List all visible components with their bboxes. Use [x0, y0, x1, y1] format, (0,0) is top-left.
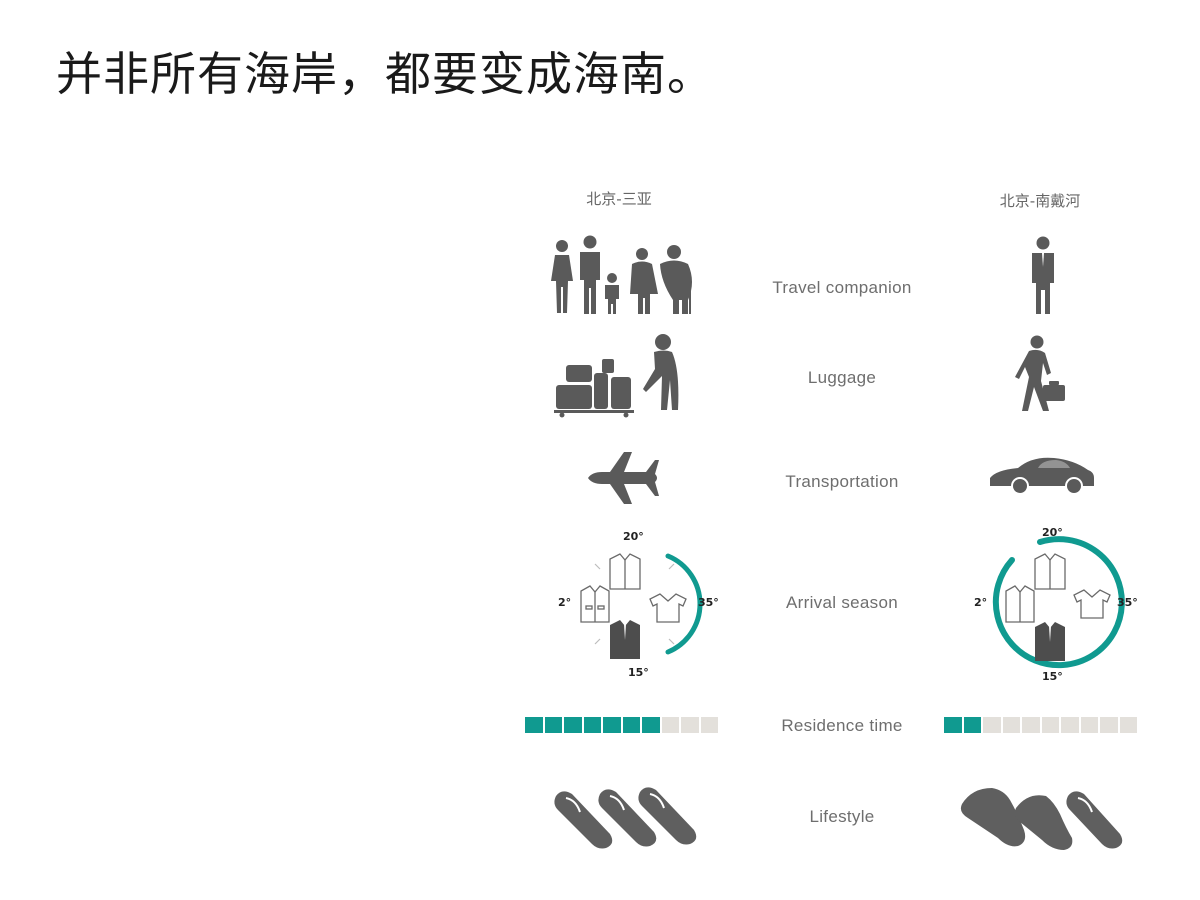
page-title: 并非所有海岸，都要变成海南。 [56, 47, 714, 101]
residence-segment [1080, 717, 1098, 733]
family-group-icon [550, 234, 696, 316]
residence-segment [1041, 717, 1059, 733]
residence-segment [1119, 717, 1137, 733]
residence-segment [1061, 717, 1079, 733]
luggage-cart-icon [554, 333, 694, 418]
temp-left-left: 2° [558, 596, 571, 609]
shirt-icon [609, 553, 641, 590]
shoes-icon [958, 784, 1128, 854]
residence-segment [1002, 717, 1020, 733]
season-dial-right: 20° 2° 35° 15° [970, 522, 1145, 687]
residence-segment [681, 717, 699, 733]
residence-segment [525, 717, 543, 733]
flip-flops-icon [552, 786, 697, 852]
column-header-left: 北京-三亚 [586, 190, 652, 208]
column-header-right: 北京-南戴河 [999, 192, 1081, 210]
row-label-residence-time: Residence time [781, 716, 903, 735]
residence-segment [1100, 717, 1118, 733]
temp-bottom-right: 15° [1042, 670, 1063, 683]
airplane-icon [586, 452, 660, 504]
residence-segment [603, 717, 621, 733]
residence-segment [661, 717, 679, 733]
residence-segment [622, 717, 640, 733]
businessman-icon [1030, 236, 1056, 314]
residence-segment [1022, 717, 1040, 733]
season-dial-left: 20° 2° 35° 15° [550, 524, 725, 684]
residence-segment [700, 717, 718, 733]
residence-segment [564, 717, 582, 733]
car-icon [988, 456, 1096, 496]
residence-segment [544, 717, 562, 733]
row-label-luggage: Luggage [807, 368, 877, 387]
row-label-lifestyle: Lifestyle [809, 807, 875, 826]
temp-left-right: 2° [974, 596, 987, 609]
temp-bottom-left: 15° [628, 666, 649, 679]
residence-time-bar-left [525, 717, 718, 733]
row-label-arrival-season: Arrival season [786, 593, 898, 612]
residence-segment [963, 717, 981, 733]
row-label-transportation: Transportation [785, 472, 899, 491]
residence-segment [944, 717, 962, 733]
row-label-travel-companion: Travel companion [772, 278, 912, 297]
walking-briefcase-icon [1015, 335, 1071, 415]
residence-segment [983, 717, 1001, 733]
residence-segment [642, 717, 660, 733]
residence-time-bar-right [944, 717, 1137, 733]
temp-right-right: 35° [1117, 596, 1138, 609]
residence-segment [583, 717, 601, 733]
temp-top-left: 20° [623, 530, 644, 543]
temp-top-right: 20° [1042, 526, 1063, 539]
temp-right-left: 35° [698, 596, 719, 609]
